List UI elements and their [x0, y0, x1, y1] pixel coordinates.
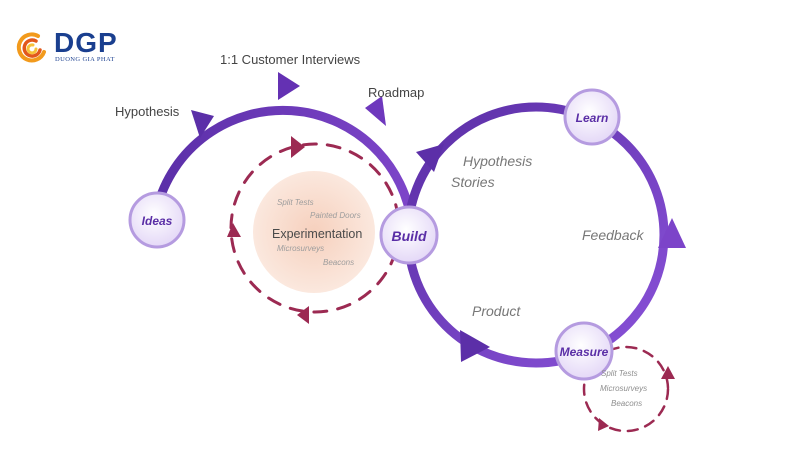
experimentation-item: Microsurveys — [277, 244, 324, 253]
measure-tool-item: Microsurveys — [600, 384, 647, 393]
hypothesis-loop-arrow-icon — [416, 144, 444, 172]
product-label: Product — [472, 303, 521, 319]
experimentation-arrow-bottom-icon — [297, 306, 309, 324]
interviews-arrow-icon — [278, 72, 300, 100]
measure-node-label: Measure — [560, 345, 609, 359]
roadmap-arrow-icon — [365, 96, 386, 126]
loop-hypothesis-label: Hypothesis — [463, 153, 532, 169]
measure-tool-item: Split Tests — [601, 369, 638, 378]
logo-subtitle: DUONG GIA PHAT — [55, 56, 115, 63]
experimentation-arrow-left-icon — [227, 223, 241, 237]
hypothesis-label: Hypothesis — [115, 104, 180, 119]
roadmap-label: Roadmap — [368, 85, 424, 100]
logo-title: DGP — [54, 27, 118, 58]
product-arrow-icon — [460, 330, 490, 362]
measure-dashed-loop — [582, 345, 670, 433]
logo: DGP DUONG GIA PHAT — [14, 27, 164, 66]
experimentation-title: Experimentation — [272, 227, 362, 241]
build-node[interactable]: Build — [379, 205, 439, 265]
measure-loop-arrow-right-icon — [661, 366, 675, 379]
feedback-label: Feedback — [582, 227, 644, 243]
learn-node-label: Learn — [576, 111, 609, 125]
build-node-label: Build — [392, 228, 427, 244]
experimentation-arrow-top-icon — [291, 136, 305, 158]
logo-swirl-icon — [16, 32, 46, 63]
experimentation-item: Beacons — [323, 258, 354, 267]
feedback-arrow-icon — [658, 218, 686, 248]
learn-node[interactable]: Learn — [563, 88, 621, 146]
hypothesis-arrow-icon — [191, 110, 214, 138]
measure-loop-arrow-bottom-icon — [598, 418, 609, 431]
stories-label: Stories — [451, 174, 495, 190]
ideas-node[interactable]: Ideas — [128, 191, 186, 249]
ideas-node-label: Ideas — [142, 214, 173, 228]
experimentation-disc — [253, 171, 375, 293]
measure-node[interactable]: Measure — [554, 321, 614, 381]
experimentation-item: Painted Doors — [310, 211, 361, 220]
measure-tool-item: Beacons — [611, 399, 642, 408]
ideas-to-build-arc — [152, 105, 417, 226]
experimentation-item: Split Tests — [277, 198, 314, 207]
customer-interviews-label: 1:1 Customer Interviews — [220, 52, 361, 67]
